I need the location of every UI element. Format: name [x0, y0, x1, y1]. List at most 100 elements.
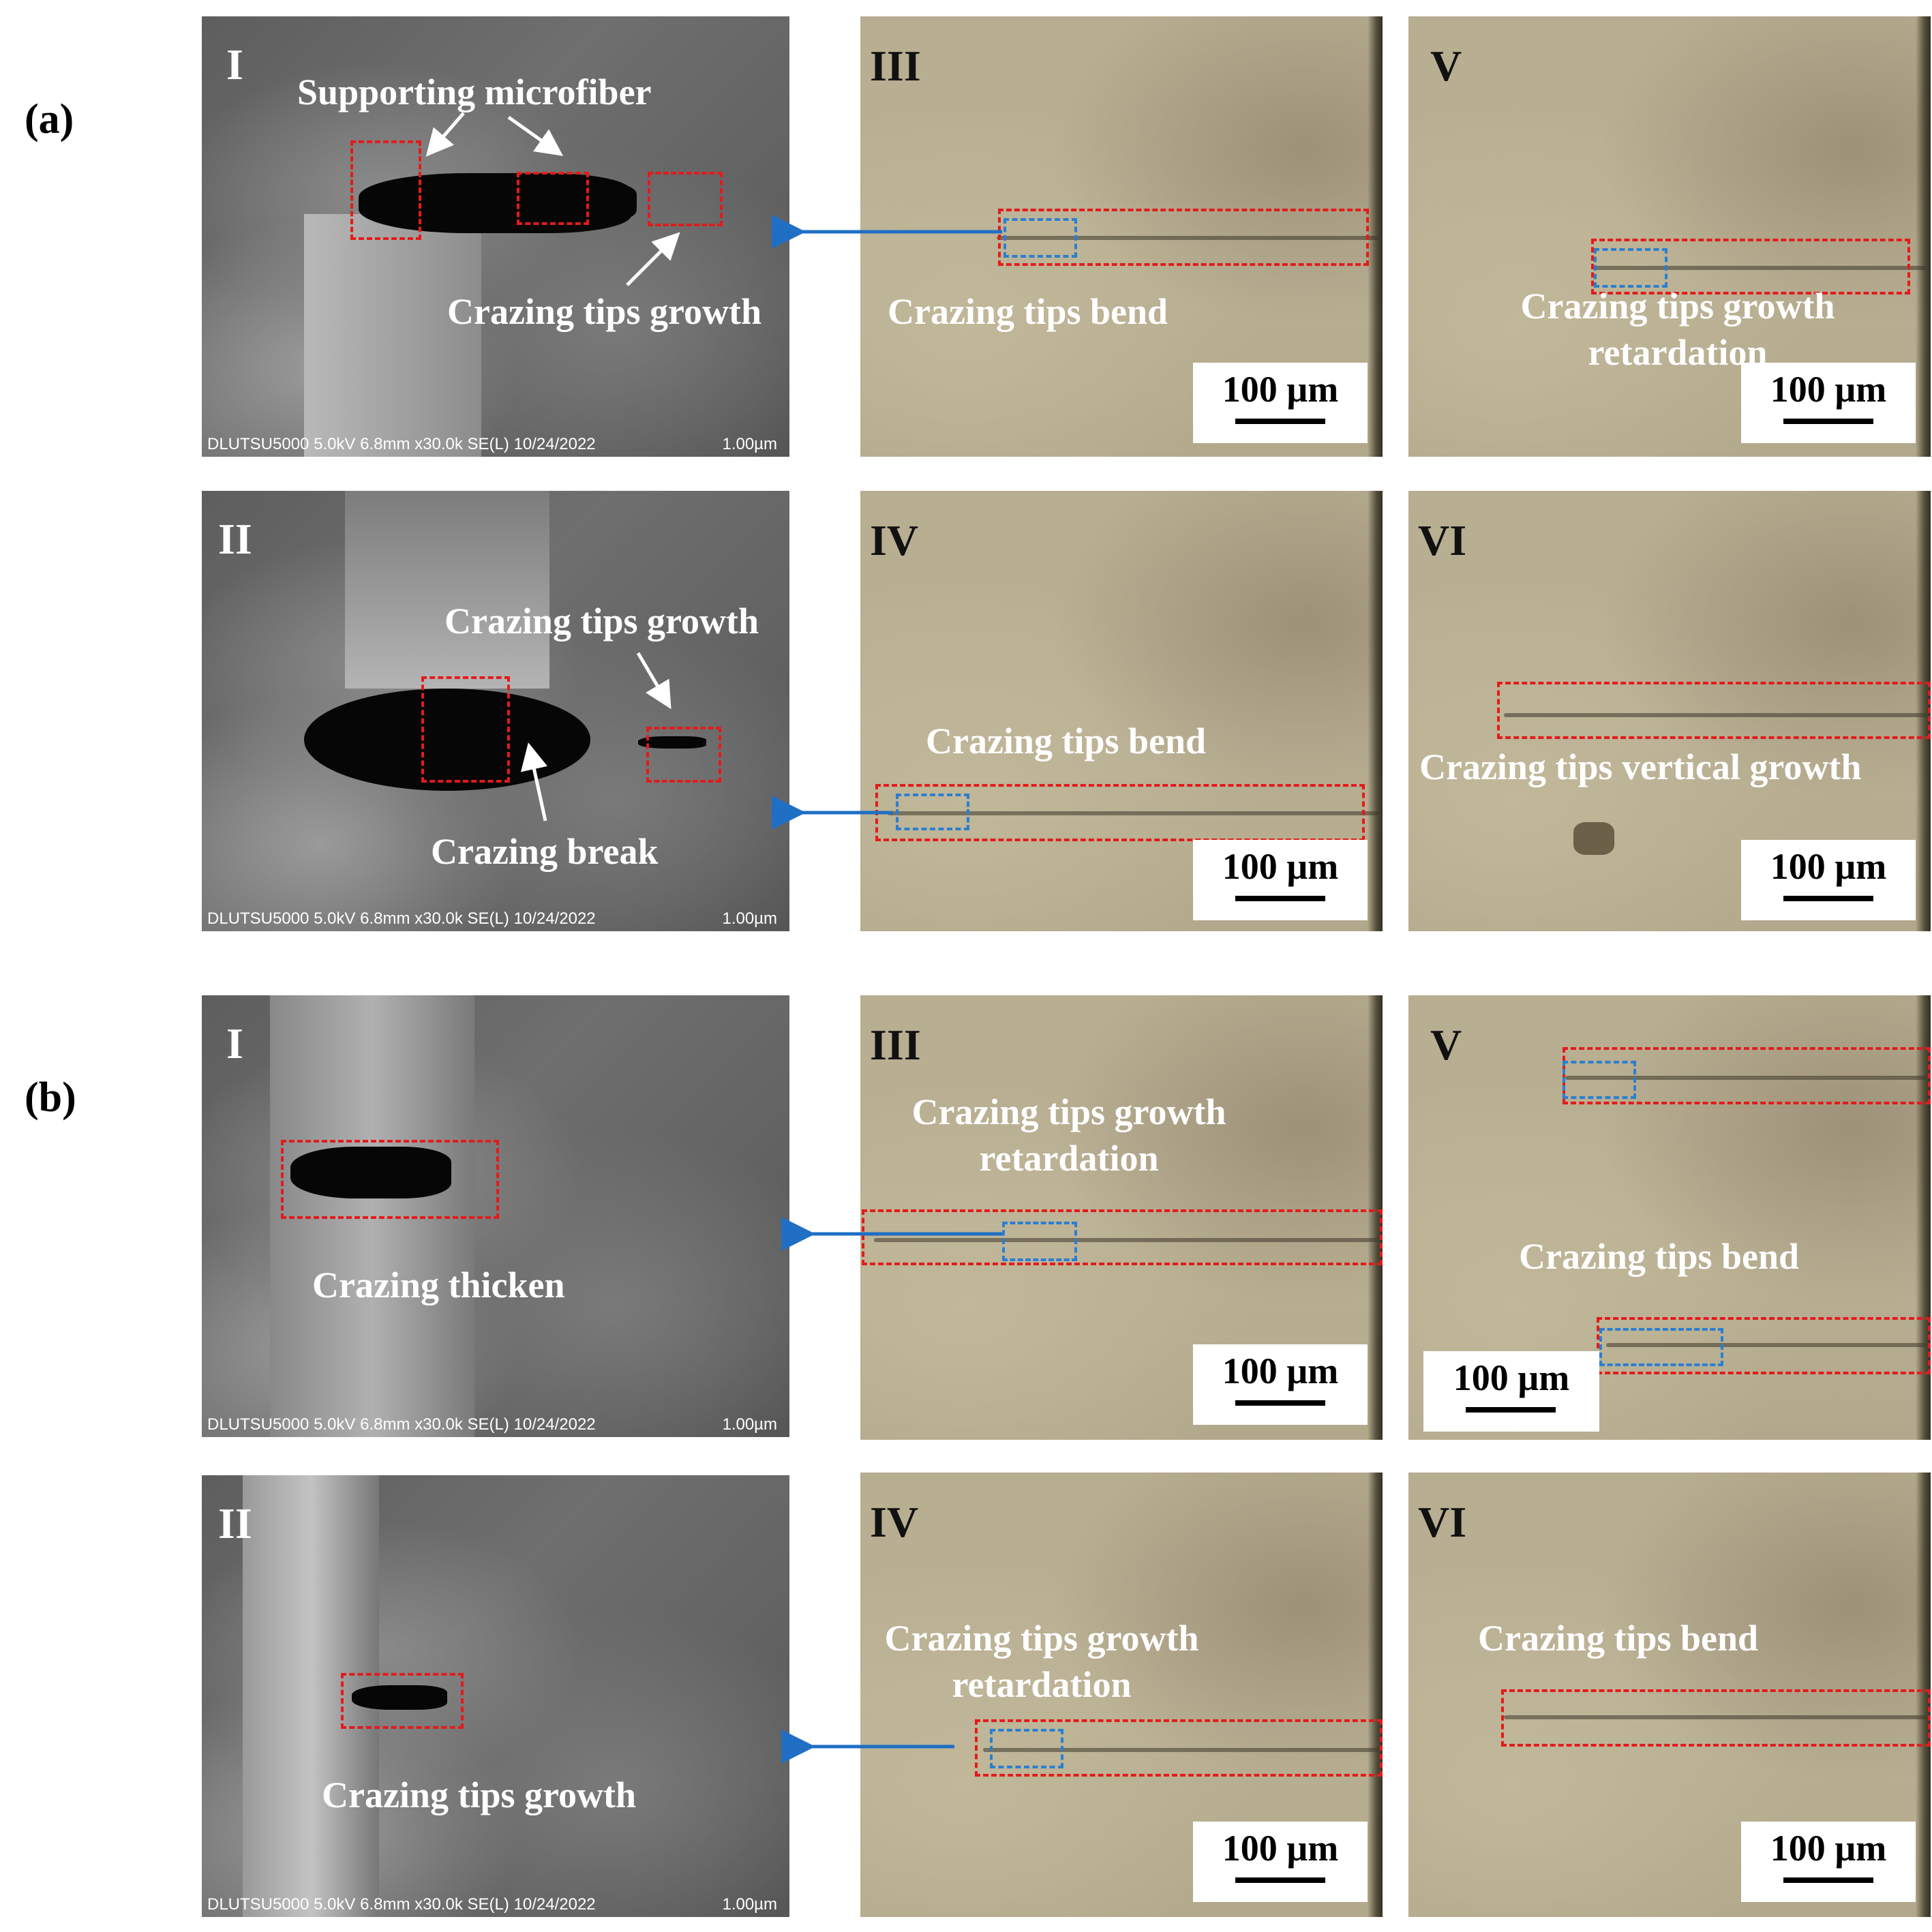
roman-label: V: [1430, 42, 1462, 90]
blue-box: [896, 794, 969, 830]
crazing-line: [1593, 266, 1927, 270]
optical-image-b-VI: VI Crazing tips bend 100 µm: [1408, 1473, 1931, 1917]
crazing-hole-tip: [556, 183, 637, 221]
crazing-line: [1565, 1076, 1927, 1080]
annotation-growth-retardation: Crazing tips growth retardation: [1511, 284, 1845, 376]
roman-label: II: [218, 515, 252, 563]
scale-label: 100 µm: [1770, 846, 1887, 887]
optical-image-a-IV: IV Crazing tips bend 100 µm: [860, 491, 1383, 931]
annotation-growth-retardation: Crazing tips growth retardation: [864, 1616, 1219, 1708]
roman-label: V: [1430, 1021, 1462, 1069]
specimen-edge: [1368, 995, 1383, 1440]
roman-label: IV: [870, 516, 919, 564]
scale-bar: 100 µm: [1193, 840, 1368, 920]
roman-label: II: [218, 1499, 252, 1548]
scale-label: 100 µm: [1222, 846, 1339, 887]
red-box: [1597, 1317, 1931, 1374]
annotation-crazing-tips-growth: Crazing tips growth: [322, 1775, 637, 1815]
red-box: [646, 727, 721, 783]
sem-footer: DLUTSU5000 5.0kV 6.8mm x30.0k SE(L) 10/2…: [207, 435, 596, 453]
annotation-line-2: retardation: [979, 1137, 1159, 1179]
red-box: [1591, 239, 1910, 295]
roman-label: III: [870, 1021, 921, 1069]
annotation-crazing-tips-growth: Crazing tips growth: [444, 601, 759, 642]
crazing-line: [997, 236, 1378, 240]
roman-label: I: [226, 1019, 243, 1068]
specimen-edge: [1368, 491, 1383, 931]
scale-line: [1235, 1877, 1325, 1883]
annotation-crazing-tips-bend: Crazing tips bend: [888, 291, 1168, 332]
scale-label: 100 µm: [1222, 369, 1339, 410]
scale-line: [1235, 1400, 1325, 1406]
scale-label: 100 µm: [1222, 1828, 1339, 1869]
blue-box: [990, 1729, 1063, 1768]
roman-label: III: [870, 42, 921, 90]
roman-label: VI: [1418, 1498, 1467, 1546]
red-box: [281, 1140, 499, 1219]
crazing-hole: [352, 1685, 447, 1710]
scale-line: [1235, 419, 1325, 424]
blue-box: [1003, 218, 1077, 258]
crazing-line: [983, 1748, 1378, 1752]
crazing-line: [888, 811, 1378, 815]
sem-footer: DLUTSU5000 5.0kV 6.8mm x30.0k SE(L) 10/2…: [207, 1415, 596, 1434]
red-box: [648, 172, 723, 226]
ridge: [304, 214, 481, 457]
crazing-line: [1504, 713, 1927, 717]
scale-bar: 100 µm: [1741, 840, 1916, 920]
panel-label-b: (b): [25, 1074, 76, 1121]
scale-label: 100 µm: [1770, 1828, 1887, 1869]
optical-image-a-III: III Crazing tips bend 100 µm: [860, 16, 1383, 457]
sem-scale: 1.00µm: [722, 435, 777, 453]
annotation-supporting-microfiber: Supporting microfiber: [297, 72, 652, 112]
optical-image-a-V: V Crazing tips growth retardation 100 µm: [1408, 16, 1931, 457]
optical-image-b-V: V Crazing tips bend 100 µm: [1408, 995, 1931, 1440]
specimen-edge: [1916, 1473, 1931, 1917]
sem-image-a-II: II Crazing tips growth Crazing break DLU…: [202, 491, 789, 931]
red-box: [862, 1209, 1383, 1265]
scale-bar: 100 µm: [1423, 1351, 1599, 1432]
scale-label: 100 µm: [1453, 1357, 1570, 1398]
optical-image-b-III: III Crazing tips growth retardation 100 …: [860, 995, 1383, 1440]
annotation-line-1: Crazing tips growth: [884, 1618, 1199, 1659]
ridge: [345, 491, 549, 689]
crazing-tip: [638, 736, 706, 749]
annotation-crazing-tips-bend: Crazing tips bend: [1519, 1236, 1800, 1277]
annotation-crazing-tips-bend: Crazing tips bend: [926, 721, 1207, 761]
sem-image-a-I: I Supporting microfiber Crazing tips gro…: [202, 16, 789, 457]
scale-line: [1783, 1877, 1873, 1883]
sem-footer: DLUTSU5000 5.0kV 6.8mm x30.0k SE(L) 10/2…: [207, 1895, 596, 1914]
scale-label: 100 µm: [1222, 1350, 1339, 1391]
scale-line: [1466, 1407, 1556, 1413]
red-box: [350, 140, 421, 240]
blue-box: [1002, 1222, 1077, 1261]
scale-bar: 100 µm: [1193, 363, 1368, 443]
annotation-crazing-break: Crazing break: [431, 831, 659, 872]
scale-label: 100 µm: [1770, 369, 1887, 410]
sem-image-b-II: II Crazing tips growth DLUTSU5000 5.0kV …: [202, 1475, 789, 1917]
blue-box: [1599, 1328, 1723, 1366]
crazing-line: [874, 1238, 1378, 1242]
optical-image-b-IV: IV Crazing tips growth retardation 100 µ…: [860, 1473, 1383, 1917]
annotation-line-2: retardation: [1588, 331, 1768, 373]
annotation-crazing-tips-growth: Crazing tips growth: [447, 291, 762, 332]
red-box: [1497, 682, 1931, 739]
crazing-line: [1504, 1715, 1927, 1719]
blue-box: [1594, 248, 1667, 288]
red-box: [517, 172, 589, 225]
annotation-line-2: retardation: [952, 1663, 1132, 1705]
crazing-line: [1606, 1343, 1927, 1347]
sem-scale: 1.00µm: [722, 1895, 777, 1914]
scale-bar: 100 µm: [1193, 1822, 1368, 1902]
debris-particle: [1573, 822, 1614, 855]
scale-line: [1235, 896, 1325, 901]
sem-image-b-I: I Crazing thicken DLUTSU5000 5.0kV 6.8mm…: [202, 995, 789, 1437]
red-box: [975, 1719, 1383, 1777]
red-box: [341, 1673, 464, 1729]
specimen-edge: [1916, 995, 1931, 1440]
roman-label: I: [226, 40, 243, 89]
scale-bar: 100 µm: [1741, 1822, 1916, 1902]
annotation-growth-retardation: Crazing tips growth retardation: [899, 1089, 1239, 1181]
scale-bar: 100 µm: [1193, 1344, 1368, 1425]
scale-bar: 100 µm: [1741, 363, 1916, 443]
